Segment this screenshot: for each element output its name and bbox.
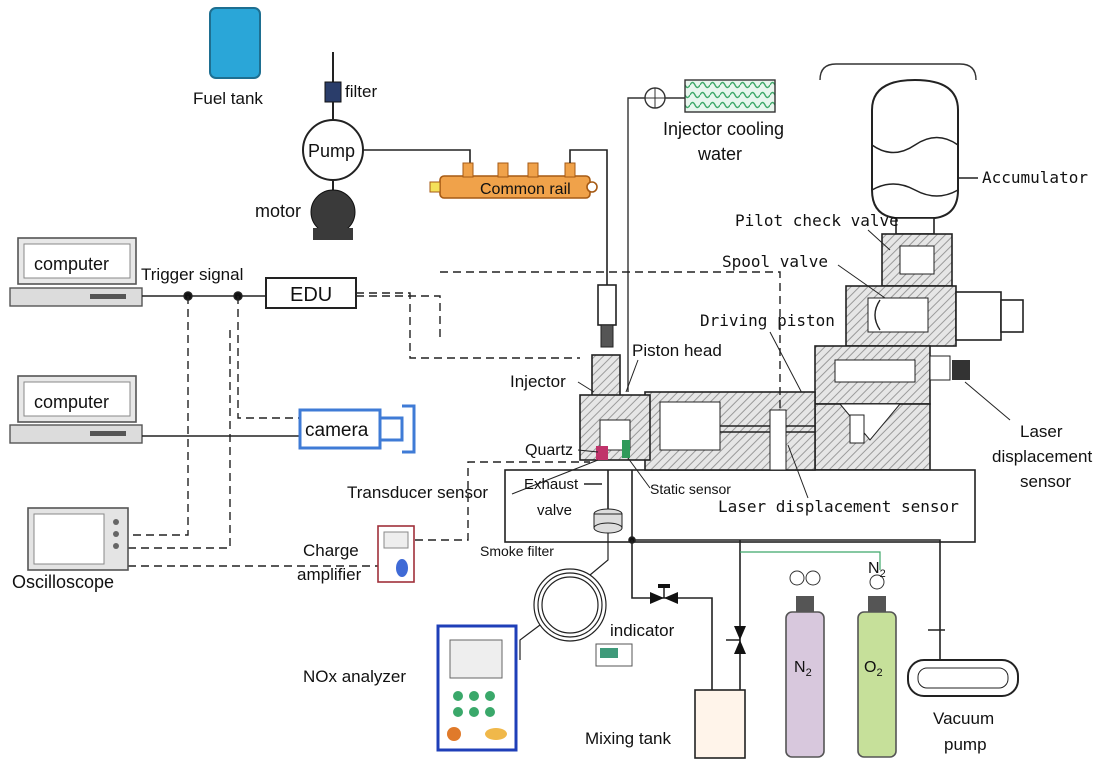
pilot-check-valve — [882, 234, 952, 286]
quartz-label: Quartz — [525, 442, 573, 459]
injector-label: Injector — [510, 372, 566, 391]
cooling-label-line1: Injector cooling — [663, 119, 784, 139]
mixing-valve — [726, 626, 746, 654]
static-sensor-label: Static sensor — [650, 481, 731, 497]
transducer-label: Transducer sensor — [347, 483, 488, 502]
indicator-label: indicator — [610, 621, 675, 640]
charge-amp-label-1: Charge — [303, 541, 359, 560]
motor-label: motor — [255, 201, 301, 221]
vacuum-pump-label-1: Vacuum — [933, 709, 994, 728]
smoke-filter-label: Smoke filter — [480, 543, 554, 559]
laser-right-leader — [965, 382, 1010, 420]
mixing-tank-label: Mixing tank — [585, 729, 671, 748]
charge-amp-label-2: amplifier — [297, 565, 362, 584]
laser-right-label-1: Laser — [1020, 422, 1063, 441]
indicator-valve — [650, 584, 678, 604]
vacuum-pump-label-2: pump — [944, 735, 987, 754]
oscilloscope-label: Oscilloscope — [12, 572, 114, 592]
pump-to-rail-line — [363, 150, 470, 170]
fuel-filter — [325, 52, 341, 130]
trigger-signal-label: Trigger signal — [141, 265, 243, 284]
nox-analyzer — [438, 626, 516, 750]
camera-label: camera — [305, 420, 369, 441]
vacuum-pump — [908, 630, 1018, 696]
n2-supply-line — [740, 552, 880, 570]
oscilloscope — [28, 508, 128, 570]
injector — [580, 285, 650, 460]
fuel-tank — [210, 8, 260, 78]
common-rail-label: Common rail — [480, 181, 571, 198]
charge-amplifier — [378, 526, 414, 582]
computer-1-label: computer — [34, 254, 109, 274]
laser-right-label-3: sensor — [1020, 472, 1071, 491]
edu-label: EDU — [290, 284, 332, 306]
laser-bottom-label: Laser displacement sensor — [718, 497, 959, 516]
exhaust-label-2: valve — [537, 502, 572, 519]
piston-head-label: Piston head — [632, 341, 722, 360]
indicator-device — [596, 644, 632, 666]
rail-to-injector-line — [570, 150, 607, 285]
exhaust-label-1: Exhaust — [524, 476, 579, 493]
nox-analyzer-label: NOx analyzer — [303, 667, 406, 686]
driving-piston-block — [815, 346, 970, 470]
accumulator-label: Accumulator — [982, 168, 1088, 187]
pilot-check-valve-label: Pilot check valve — [735, 211, 899, 230]
motor — [311, 180, 355, 240]
computer-2-label: computer — [34, 392, 109, 412]
laser-right-label-2: displacement — [992, 447, 1092, 466]
trigger-signal-lines — [142, 292, 266, 300]
filter-label: filter — [345, 82, 377, 101]
spool-valve-label: Spool valve — [722, 252, 828, 271]
pump-label: Pump — [308, 141, 355, 161]
mixing-tank — [695, 690, 745, 758]
spool-valve — [846, 286, 1023, 346]
cooling-label-line2: water — [697, 144, 742, 164]
driving-piston-label: Driving piston — [700, 311, 835, 330]
accumulator-bracket — [820, 64, 976, 80]
fuel-tank-label: Fuel tank — [193, 89, 263, 108]
